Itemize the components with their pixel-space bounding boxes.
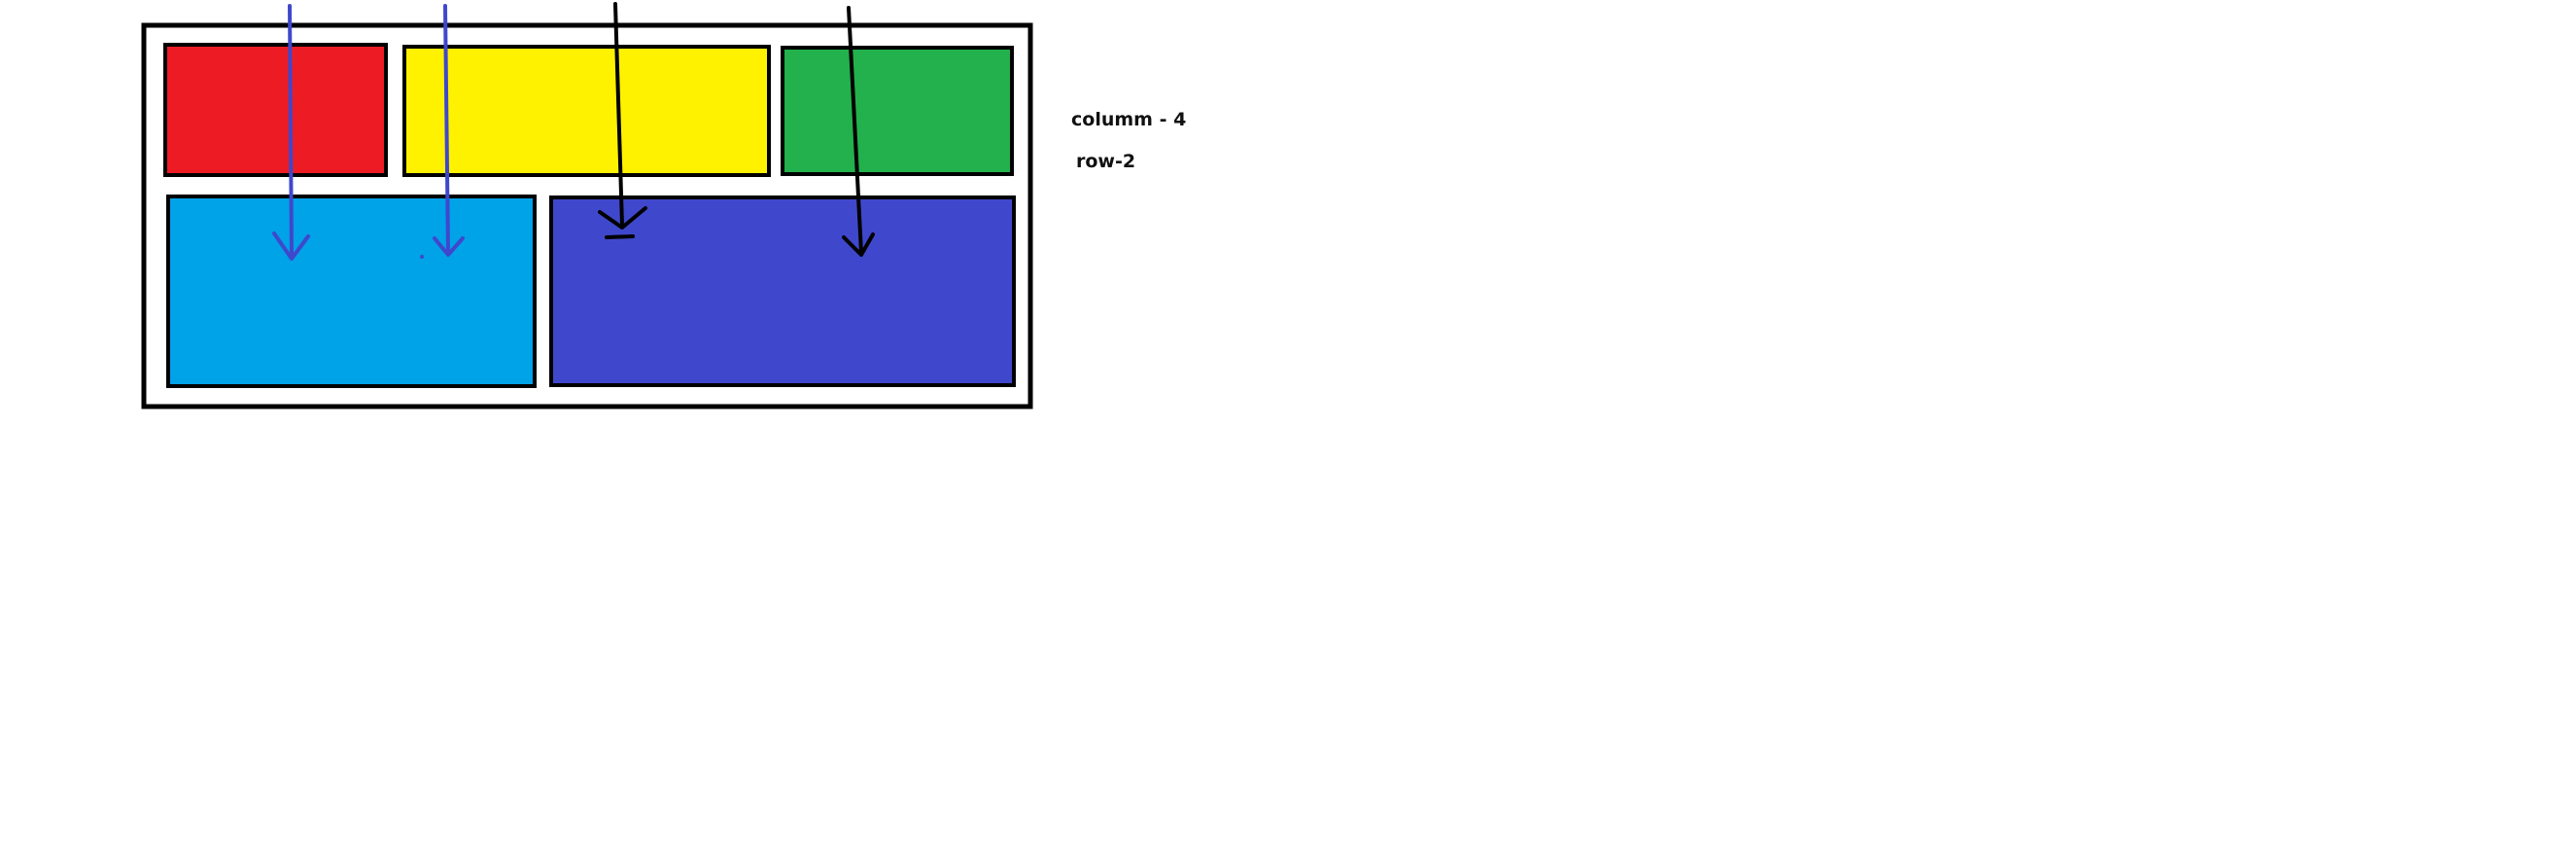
- row-count-note: row-2: [1076, 151, 1136, 172]
- arrow-column-4: [842, 6, 875, 257]
- green-cell: [781, 46, 1014, 176]
- arrow-column-3: [598, 2, 647, 239]
- column-count-note: columm - 4: [1071, 109, 1187, 130]
- yellow-cell: [402, 45, 771, 177]
- arrow-column-2-dot: [420, 255, 424, 259]
- arrow-column-1: [272, 4, 310, 261]
- light-blue-cell: [166, 195, 537, 388]
- arrow-column-2: [433, 4, 465, 257]
- indigo-cell: [549, 195, 1016, 387]
- red-cell: [163, 43, 388, 177]
